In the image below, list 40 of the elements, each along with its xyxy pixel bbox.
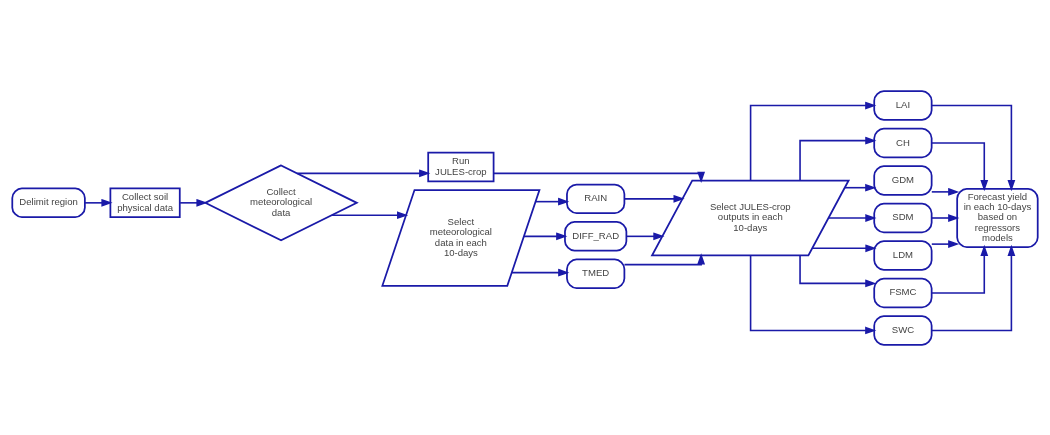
arrow — [493, 171, 706, 183]
arrow — [749, 254, 877, 334]
node-box: SWC — [873, 314, 933, 346]
arrow — [931, 213, 960, 222]
node-box: Forecast yield in each 10-days based on regressors models — [956, 187, 1039, 248]
arrow — [84, 198, 113, 207]
arrow — [535, 197, 570, 206]
arrow — [623, 252, 706, 265]
arrow — [931, 244, 989, 294]
arrow — [523, 231, 568, 240]
arrow — [625, 231, 665, 240]
node-box: FSMC — [873, 277, 933, 308]
node-diamond: Collect meteorological data — [203, 163, 359, 241]
arrow — [799, 136, 877, 181]
arrow — [296, 168, 431, 177]
node-box: LAI — [873, 89, 933, 121]
node-box: Delimit region — [11, 187, 86, 218]
node-box: CH — [873, 127, 933, 158]
arrow — [749, 101, 877, 181]
arrow — [799, 254, 877, 287]
node-box: TMED — [566, 258, 626, 289]
node-box: Run JULES-crop — [427, 151, 495, 182]
arrow — [623, 194, 685, 203]
arrow — [931, 187, 960, 196]
arrow — [931, 239, 960, 248]
node-box: RAIN — [566, 183, 626, 214]
arrow — [930, 244, 1016, 331]
arrow — [844, 183, 877, 192]
arrow — [331, 210, 409, 219]
node-box: DIFF_RAD — [564, 220, 628, 252]
node-box: SDM — [873, 202, 933, 233]
arrow — [811, 243, 877, 252]
arrow — [179, 198, 208, 207]
node-box: GDM — [873, 164, 933, 196]
arrow — [930, 104, 1016, 191]
arrow — [511, 268, 570, 277]
arrow — [931, 141, 989, 191]
node-box: LDM — [873, 239, 933, 271]
node-box: Collect soil physical data — [109, 187, 181, 218]
arrow — [827, 213, 877, 222]
